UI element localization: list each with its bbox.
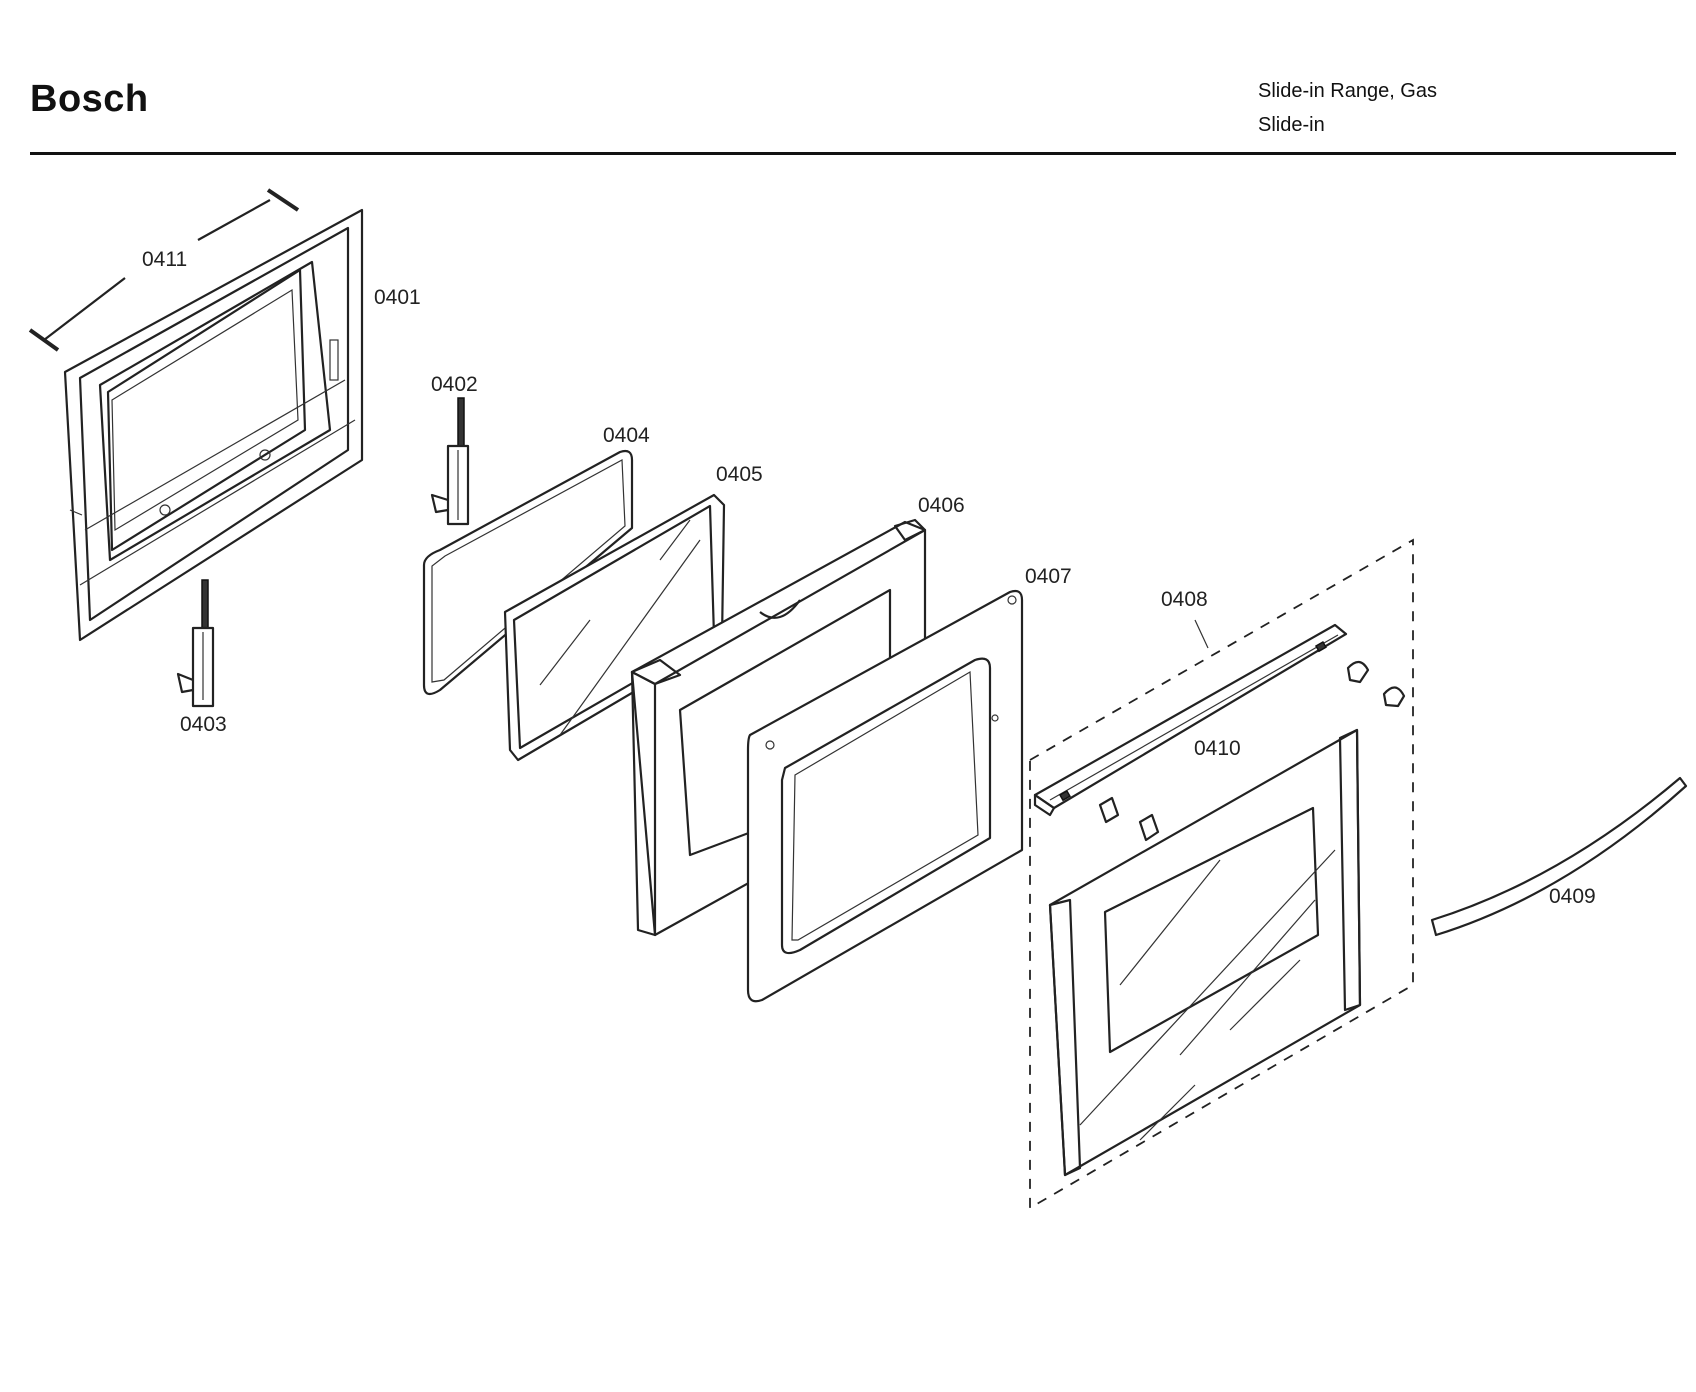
- label-0402: 0402: [431, 373, 478, 396]
- part-0408-outer-door[interactable]: [1048, 728, 1362, 1177]
- door-assembly-boundary: [1029, 538, 1414, 1210]
- label-0411: 0411: [142, 248, 187, 271]
- label-0407: 0407: [1025, 565, 1072, 588]
- label-0408: 0408: [1161, 588, 1208, 611]
- label-0410: 0410: [1194, 737, 1241, 760]
- header-rule: [30, 152, 1676, 155]
- label-0405: 0405: [716, 463, 763, 486]
- part-0409-handle[interactable]: [1430, 776, 1688, 937]
- part-0402-hinge[interactable]: [430, 397, 470, 526]
- label-0409: 0409: [1549, 885, 1596, 908]
- label-0401: 0401: [374, 286, 421, 309]
- label-0406: 0406: [918, 494, 965, 517]
- part-0403-hinge[interactable]: [176, 579, 215, 708]
- leader-0408: [1194, 619, 1209, 649]
- label-0404: 0404: [603, 424, 650, 447]
- label-0403: 0403: [180, 713, 227, 736]
- brand-title: Bosch: [30, 78, 149, 120]
- part-0411-dimension-line: [28, 188, 300, 352]
- part-0404-gasket[interactable]: [422, 449, 634, 696]
- part-end-caps[interactable]: [1098, 660, 1406, 842]
- product-line-1: Slide-in Range, Gas: [1258, 80, 1437, 102]
- part-0410-top-rail[interactable]: [1033, 623, 1348, 817]
- part-0401-inner-door-frame[interactable]: [63, 208, 364, 642]
- part-0407-inner-door-panel[interactable]: [746, 589, 1024, 1003]
- product-line-2: Slide-in: [1258, 114, 1325, 136]
